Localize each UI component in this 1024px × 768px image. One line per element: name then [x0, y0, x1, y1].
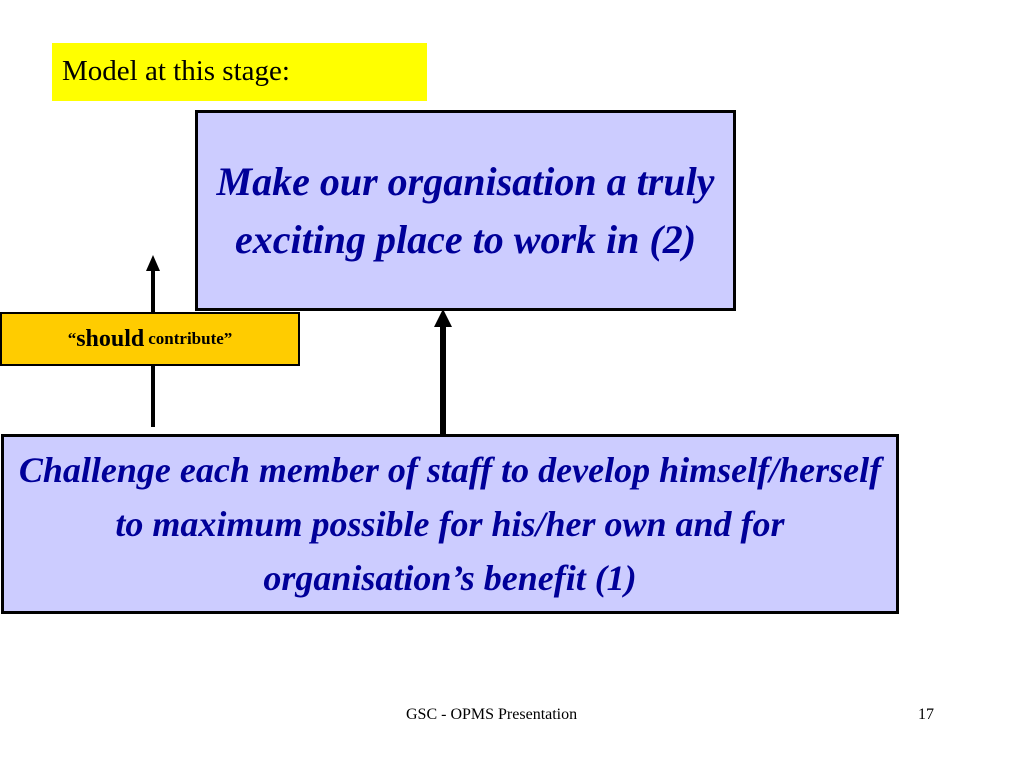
close-quote: ” [223, 329, 233, 348]
goal-text-exciting-workplace: Make our organisation a truly exciting p… [216, 158, 715, 262]
goal-box-staff-development: Challenge each member of staff to develo… [1, 434, 899, 614]
legend-arrow-head [146, 255, 160, 271]
open-quote: “ [67, 329, 77, 348]
model-stage-label: Model at this stage: [52, 43, 427, 101]
should-contribute-label: “should contribute” [0, 312, 300, 366]
model-stage-label-text: Model at this stage: [62, 55, 290, 87]
goal-text-staff-development: Challenge each member of staff to develo… [18, 450, 882, 598]
footer-title: GSC - OPMS Presentation [406, 706, 578, 723]
slide-number: 17 [918, 706, 934, 723]
goal-box-exciting-workplace: Make our organisation a truly exciting p… [195, 110, 736, 311]
contribution-arrow-head [434, 309, 452, 327]
relation-word-should: should [76, 325, 145, 352]
relation-word-contribute: contribute [148, 329, 224, 348]
